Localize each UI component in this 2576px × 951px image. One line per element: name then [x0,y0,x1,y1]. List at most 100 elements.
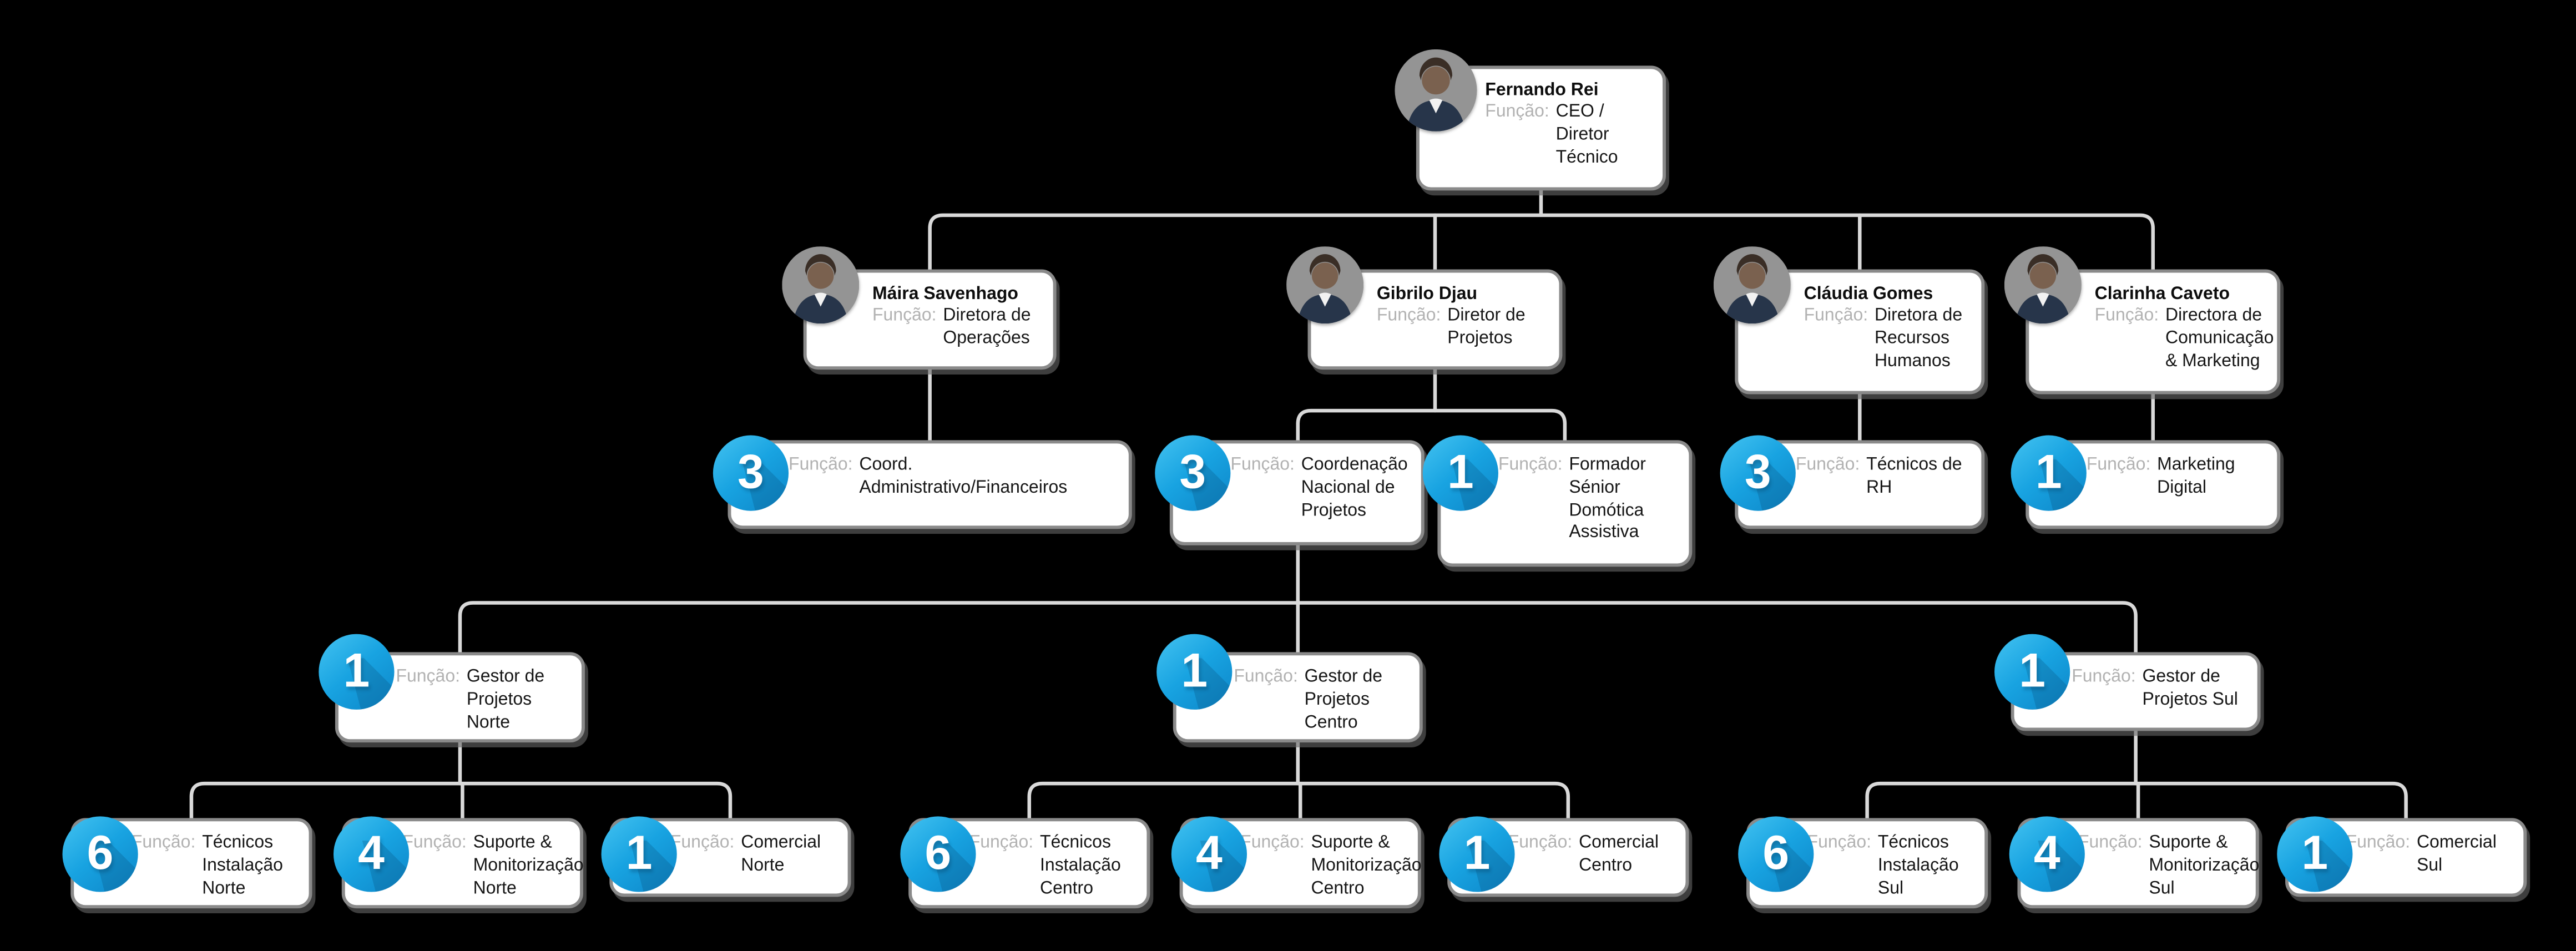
funcao-label: Função: [1807,832,1872,853]
org-card-tecnicos-centro[interactable]: 6 Função: Técnicos Instalação Centro [900,816,1150,909]
funcao-label: Função: [1230,455,1295,475]
connector [928,213,2155,271]
org-card-tecnicos-norte[interactable]: 6 Função: Técnicos Instalação Norte [62,816,312,909]
role-row: Função: Suporte & Monitorização Norte [402,832,583,901]
funcao-label: Função: [1795,455,1860,475]
role-text: Técnicos Instalação Sul [1877,832,1959,898]
funcao-label: Função: [1485,102,1549,122]
avatar-photo [782,246,860,324]
avatar-photo [1395,49,1477,131]
org-card-coord-nacional[interactable]: 3 Função: Coordenação Nacional de Projet… [1155,435,1425,545]
org-card-tecnicos-rh[interactable]: 3 Função: Técnicos de RH [1720,435,1985,529]
org-card-formador[interactable]: 1 Função: Formador Sénior Domótica Assis… [1422,435,1693,567]
headcount-badge: 4 [2009,816,2085,892]
funcao-label: Função: [2078,832,2143,853]
funcao-label: Função: [1508,832,1573,853]
role-text: CEO / Diretor Técnico [1555,102,1618,167]
org-card-clarinha[interactable]: Clarinha Caveto Função: Directora de Com… [2004,246,2281,394]
role-text: Gestor de Projetos Centro [1304,666,1383,732]
headcount-badge: 6 [1738,816,1814,892]
person-name: Clarinha Caveto [2094,284,2230,304]
org-card-gestor-norte[interactable]: 1 Função: Gestor de Projetos Norte [319,634,585,743]
role-row: Função: Técnicos de RH [1796,455,1975,500]
role-text: Técnicos Instalação Norte [202,832,283,898]
funcao-label: Função: [1804,305,1868,326]
role-text: Gestor de Projetos Norte [466,666,545,732]
org-card-gestor-centro[interactable]: 1 Função: Gestor de Projetos Centro [1156,634,1423,743]
headcount-badge: 1 [2011,435,2087,511]
headcount-number: 6 [87,827,114,880]
org-card-comercial-norte[interactable]: 1 Função: Comercial Norte [601,816,851,897]
org-card-suporte-centro[interactable]: 4 Função: Suporte & Monitorização Centro [1171,816,1422,909]
role-text: Coordenação Nacional de Projetos [1301,455,1408,520]
role-text: Suporte & Monitorização Sul [2149,832,2260,898]
role-text: Suporte & Monitorização Norte [473,832,584,898]
avatar-photo [2004,246,2082,324]
role-text: Comercial Norte [741,832,821,876]
role-row: Função: Formador Sénior Domótica Assisti… [1498,455,1683,545]
role-text: Comercial Sul [2416,832,2497,876]
funcao-label: Função: [872,305,937,326]
headcount-badge: 4 [333,816,410,892]
role-row: Função: Comercial Norte [670,833,841,878]
headcount-badge: 6 [62,816,138,892]
funcao-label: Função: [2086,455,2151,475]
headcount-number: 4 [358,827,385,880]
funcao-label: Função: [402,832,467,853]
role-row: Função: Diretora de Operações [872,306,1043,351]
org-card-ceo[interactable]: Fernando Rei Função: CEO / Diretor Técni… [1395,49,1666,191]
headcount-number: 1 [2019,644,2046,697]
org-card-gestor-sul[interactable]: 1 Função: Gestor de Projetos Sul [1994,634,2261,731]
role-row: Função: Gestor de Projetos Norte [396,667,575,735]
org-card-tecnicos-sul[interactable]: 6 Função: Técnicos Instalação Sul [1738,816,1988,909]
role-text: Coord. Administrativo/Financeiros [859,455,1068,498]
headcount-number: 4 [1196,827,1223,880]
org-card-marketing-digital[interactable]: 1 Função: Marketing Digital [2011,435,2281,529]
headcount-badge: 1 [1156,634,1233,710]
headcount-number: 1 [1447,446,1474,499]
role-text: Diretora de Operações [943,305,1031,348]
org-card-suporte-sul[interactable]: 4 Função: Suporte & Monitorização Sul [2009,816,2260,909]
role-row: Função: Coordenação Nacional de Projetos [1230,455,1415,523]
headcount-badge: 1 [601,816,677,892]
headcount-badge: 1 [319,634,395,710]
role-text: Gestor de Projetos Sul [2142,666,2238,710]
org-card-suporte-norte[interactable]: 4 Função: Suporte & Monitorização Norte [333,816,584,909]
headcount-badge: 1 [1994,634,2070,710]
role-row: Função: Directora de Comunicação & Marke… [2095,306,2274,374]
headcount-badge: 3 [713,435,789,511]
headcount-number: 3 [1744,446,1771,499]
org-card-coord-admin[interactable]: 3 Função: Coord. Administrativo/Financei… [713,435,1132,529]
org-card-gibrilo[interactable]: Gibrilo Djau Função: Diretor de Projetos [1286,246,1563,370]
funcao-label: Função: [1240,832,1305,853]
role-text: Marketing Digital [2157,455,2235,498]
role-row: Função: Gestor de Projetos Sul [2072,667,2251,712]
headcount-number: 3 [1179,446,1206,499]
role-row: Função: CEO / Diretor Técnico [1485,102,1653,170]
connector [1296,408,1567,442]
person-name: Gibrilo Djau [1376,284,1478,304]
headcount-number: 4 [2033,827,2060,880]
role-row: Função: Marketing Digital [2087,455,2271,500]
org-card-maira[interactable]: Máira Savenhago Função: Diretora de Oper… [782,246,1057,370]
role-row: Função: Comercial Sul [2346,833,2517,878]
funcao-label: Função: [1376,305,1441,326]
headcount-number: 3 [738,446,764,499]
org-card-comercial-sul[interactable]: 1 Função: Comercial Sul [2277,816,2527,897]
connector [458,601,2138,654]
headcount-badge: 1 [1422,435,1498,511]
funcao-label: Função: [2072,666,2136,687]
role-row: Função: Diretor de Projetos [1377,306,1549,351]
headcount-badge: 4 [1171,816,1247,892]
funcao-label: Função: [2346,832,2411,853]
funcao-label: Função: [969,832,1034,853]
person-name: Cláudia Gomes [1804,284,1933,304]
org-card-claudia[interactable]: Cláudia Gomes Função: Diretora de Recurs… [1713,246,1985,394]
funcao-label: Função: [789,455,853,475]
person-name: Máira Savenhago [872,284,1018,304]
role-text: Formador Sénior Domótica Assistiva [1569,455,1646,543]
org-card-comercial-centro[interactable]: 1 Função: Comercial Centro [1439,816,1689,897]
funcao-label: Função: [670,832,735,853]
